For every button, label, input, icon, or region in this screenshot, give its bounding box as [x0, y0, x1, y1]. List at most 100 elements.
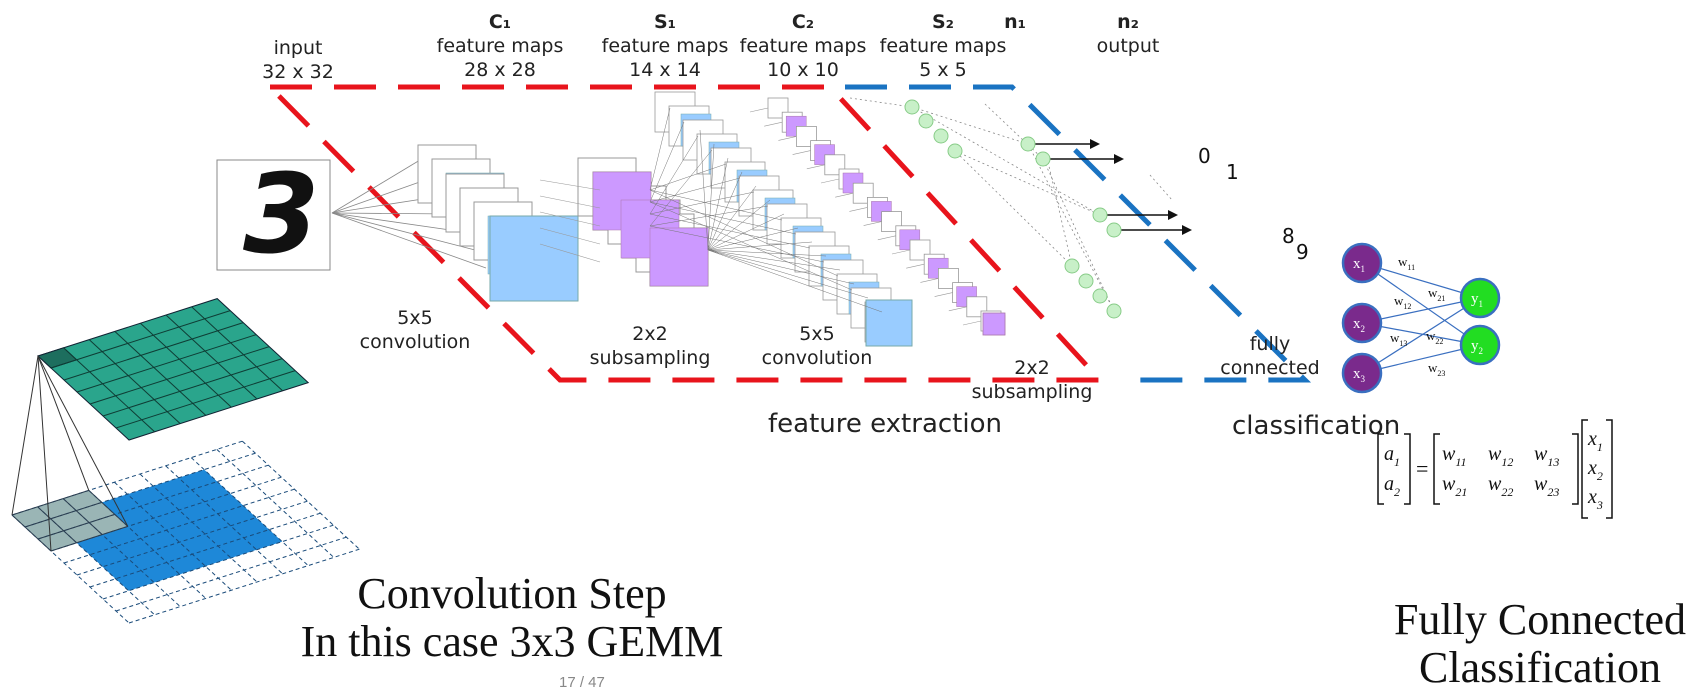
s1-c2-connection — [707, 171, 743, 251]
s2-label: S₂ feature maps 5 x 5 — [868, 10, 1018, 82]
input-title: input — [273, 37, 323, 59]
c2-s2-connection — [891, 249, 911, 255]
s1-label: S₁ feature maps 14 x 14 — [590, 10, 740, 82]
s1-c2-connection — [649, 225, 825, 263]
feature-extraction-border — [264, 84, 1106, 383]
lhs-entry: a1 — [1384, 443, 1400, 469]
conv1-kernel: 5x5 — [397, 307, 433, 329]
vector-entry: x3 — [1587, 486, 1603, 512]
input-grid-line — [102, 524, 334, 600]
s1-c2-connection — [649, 135, 699, 215]
c1-s1-connection — [539, 195, 601, 209]
input-connection — [331, 212, 476, 251]
n2-neuron — [1020, 136, 1036, 152]
c2-s2-connection — [920, 278, 939, 283]
output-grid-line — [88, 339, 181, 424]
c1-s1-connection — [539, 243, 601, 263]
s1-c2-connection — [707, 143, 715, 251]
fc-weight-label: w11 — [1398, 254, 1415, 272]
s1-c2-connection — [707, 199, 771, 251]
projection-line — [37, 355, 90, 491]
input-grid-line — [165, 465, 283, 575]
input-grid-line — [24, 452, 256, 528]
vector-entry: x2 — [1587, 457, 1603, 483]
conv1-op: convolution — [359, 331, 471, 353]
s1-c2-connection — [707, 227, 799, 251]
fc-weight-label: w13 — [1390, 330, 1407, 348]
output-grid-line — [165, 314, 258, 400]
input-grid-line — [242, 440, 360, 550]
sub1-op: subsampling — [589, 347, 711, 369]
fc-label: fully connected — [1210, 332, 1330, 380]
c2-s2-connection — [934, 292, 953, 297]
kernel-line — [37, 506, 77, 544]
s1-c2-connection — [707, 213, 785, 251]
s2-n1-connection — [849, 97, 913, 108]
matrix-bracket — [1581, 419, 1588, 519]
s1-c2-connection — [649, 201, 797, 235]
s1-c2-connection — [649, 205, 769, 227]
matrix-entry: w12 — [1488, 443, 1513, 469]
input-connection — [331, 159, 421, 214]
output-grid-line — [114, 331, 207, 416]
conv1-label: 5x5 convolution — [350, 306, 480, 354]
c2-size: 10 x 10 — [767, 59, 839, 81]
c1-title: feature maps — [436, 35, 564, 57]
c2-head: C₂ — [791, 11, 815, 33]
matrix-entry: w22 — [1488, 473, 1513, 499]
n1-neuron — [947, 143, 963, 159]
matrix-bracket — [1572, 433, 1579, 505]
s2-title: feature maps — [879, 35, 1007, 57]
fc-edge — [1361, 262, 1481, 346]
input-grid-line — [76, 500, 308, 576]
output-9: 9 — [1296, 240, 1309, 264]
projection-line — [37, 355, 129, 527]
s1-c2-connection — [707, 241, 813, 251]
s1-c2-connection — [699, 129, 709, 251]
input-grid-line — [216, 449, 335, 558]
matrix-entry: w11 — [1442, 443, 1466, 469]
s1-size: 14 x 14 — [629, 59, 701, 81]
output-arrowhead — [1182, 225, 1192, 235]
n1-neuron — [904, 99, 920, 115]
fc-input-node — [1341, 302, 1383, 344]
s1-c2-connection — [649, 189, 839, 277]
c2-s2-connection — [749, 107, 769, 113]
output-grid-line — [63, 347, 155, 433]
c2-s2-connection — [820, 178, 840, 184]
s1-c2-connection — [649, 189, 783, 221]
n2-neuron — [1092, 207, 1108, 223]
s1-c2-connection — [707, 249, 869, 299]
conv-caption: Convolution Step In this case 3x3 GEMM — [262, 570, 762, 666]
input-connection — [331, 212, 487, 269]
output-0: 0 — [1198, 144, 1211, 168]
c2-s2-connection — [863, 221, 882, 226]
sub1-kernel: 2x2 — [632, 323, 668, 345]
input-label: input 32 x 32 — [248, 36, 348, 84]
matrix-entry: w21 — [1442, 473, 1467, 499]
fc-line2: connected — [1220, 357, 1320, 379]
output-grid-line — [50, 310, 231, 369]
output-arrowhead — [1168, 210, 1178, 220]
conv-caption-line1: Convolution Step — [357, 569, 667, 618]
classification-label: classification — [1232, 411, 1401, 441]
conv2-label: 5x5 convolution — [752, 322, 882, 370]
fc-weight-label: w22 — [1426, 328, 1443, 346]
sub2-label: 2x2 subsampling — [962, 356, 1102, 404]
equals-sign: = — [1416, 456, 1428, 481]
kernel-line — [88, 490, 129, 527]
input-grid-line — [11, 440, 243, 516]
n1-neuron — [1064, 258, 1080, 274]
kernel-line — [50, 525, 128, 552]
s1-c2-connection — [707, 185, 757, 251]
output-arrowhead — [1114, 154, 1124, 164]
fc-edge — [1361, 297, 1481, 374]
c2-title: feature maps — [739, 35, 867, 57]
fc-input-node — [1341, 242, 1383, 284]
fc-input-node — [1341, 352, 1383, 394]
input-grid-line — [50, 476, 282, 552]
input-grid-line — [63, 488, 295, 564]
output-arrowhead — [1090, 139, 1100, 149]
projection-line — [37, 355, 52, 552]
dotted-connection — [984, 103, 1044, 160]
